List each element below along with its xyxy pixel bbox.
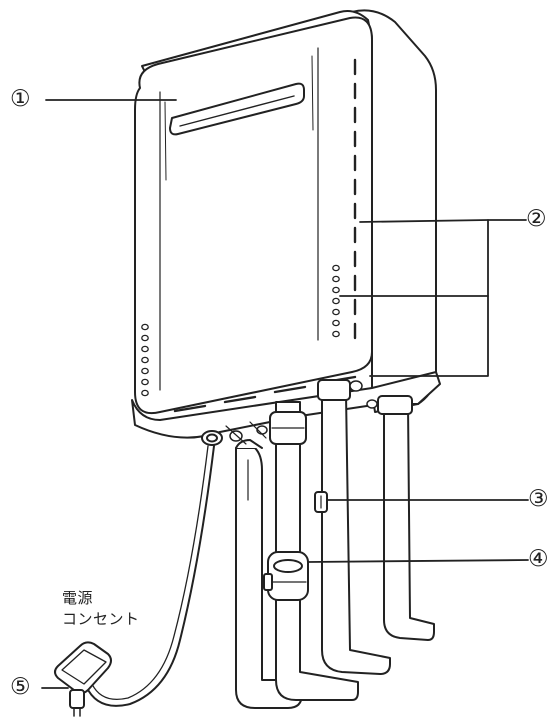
leader-4 [307, 559, 529, 563]
pipe-return [377, 395, 435, 641]
power-plug [54, 641, 112, 717]
callout-5-label: ⑤ [10, 674, 31, 700]
cord-grommet [201, 430, 223, 446]
caption-line-1: 電源 [62, 589, 94, 607]
remote-sensor-window [169, 82, 305, 136]
heater-cabinet [131, 9, 441, 439]
power-outlet-caption: 電源 コンセント [62, 588, 140, 630]
leader-lines [41, 99, 529, 689]
caption-line-2: コンセント [62, 610, 140, 628]
water-valve [263, 551, 309, 601]
callout-2-label: ② [526, 206, 547, 232]
pipe-water-supply [269, 401, 359, 701]
power-cord [85, 445, 215, 707]
front-holes-left [141, 323, 149, 397]
cabinet-front-panel [134, 16, 373, 414]
fittings [225, 380, 378, 445]
callout-3-label: ③ [528, 486, 549, 512]
pipe-gas [317, 379, 391, 675]
callout-4-label: ④ [528, 546, 549, 572]
leader-2 [369, 219, 527, 377]
leader-2b [359, 219, 489, 223]
front-holes-right [332, 264, 340, 338]
pipe-clamp [314, 491, 328, 513]
callout-1-label: ① [10, 86, 31, 112]
